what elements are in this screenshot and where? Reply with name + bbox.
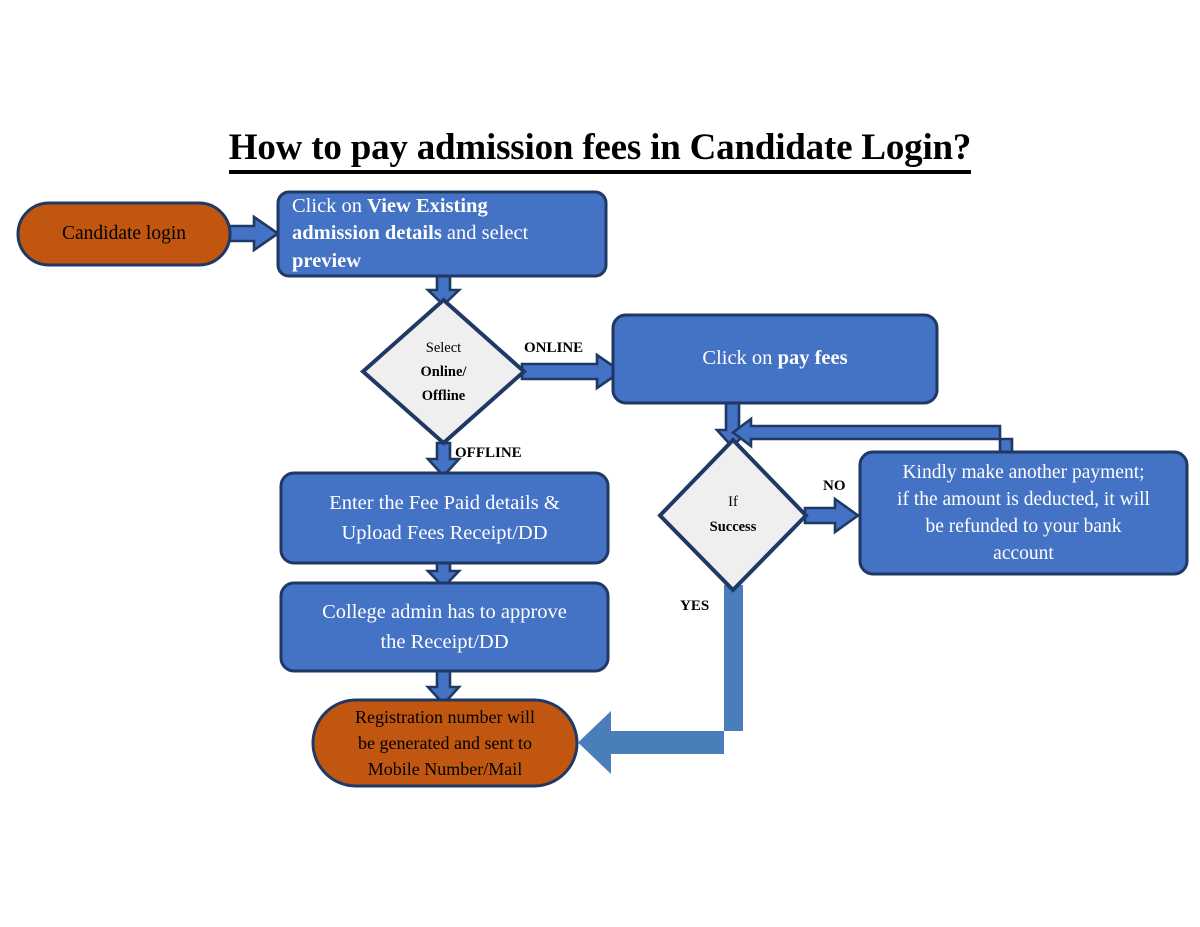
- page-title: How to pay admission fees in Candidate L…: [0, 126, 1200, 174]
- edge-candidate-to-view: [226, 214, 281, 253]
- node-select-mode[interactable]: [359, 297, 528, 446]
- edge-ifsuccess-to-registration: [578, 585, 743, 774]
- node-another-payment[interactable]: [858, 450, 1189, 576]
- edge-select-to-payfees: [520, 352, 624, 391]
- node-if-success[interactable]: [657, 437, 809, 593]
- edge-anotherpayment-to-ifsuccess: [730, 416, 1014, 457]
- node-view-existing[interactable]: [276, 190, 608, 278]
- edge-select-to-enterfee: [425, 441, 462, 478]
- node-college-admin[interactable]: [279, 581, 610, 673]
- node-pay-fees[interactable]: [611, 313, 939, 405]
- page-title-text: How to pay admission fees in Candidate L…: [228, 127, 971, 174]
- node-registration-number[interactable]: [311, 698, 579, 788]
- node-enter-fee-paid[interactable]: [279, 471, 610, 565]
- node-candidate-login[interactable]: [16, 201, 232, 267]
- edge-ifsuccess-to-anotherpayment: [803, 496, 861, 535]
